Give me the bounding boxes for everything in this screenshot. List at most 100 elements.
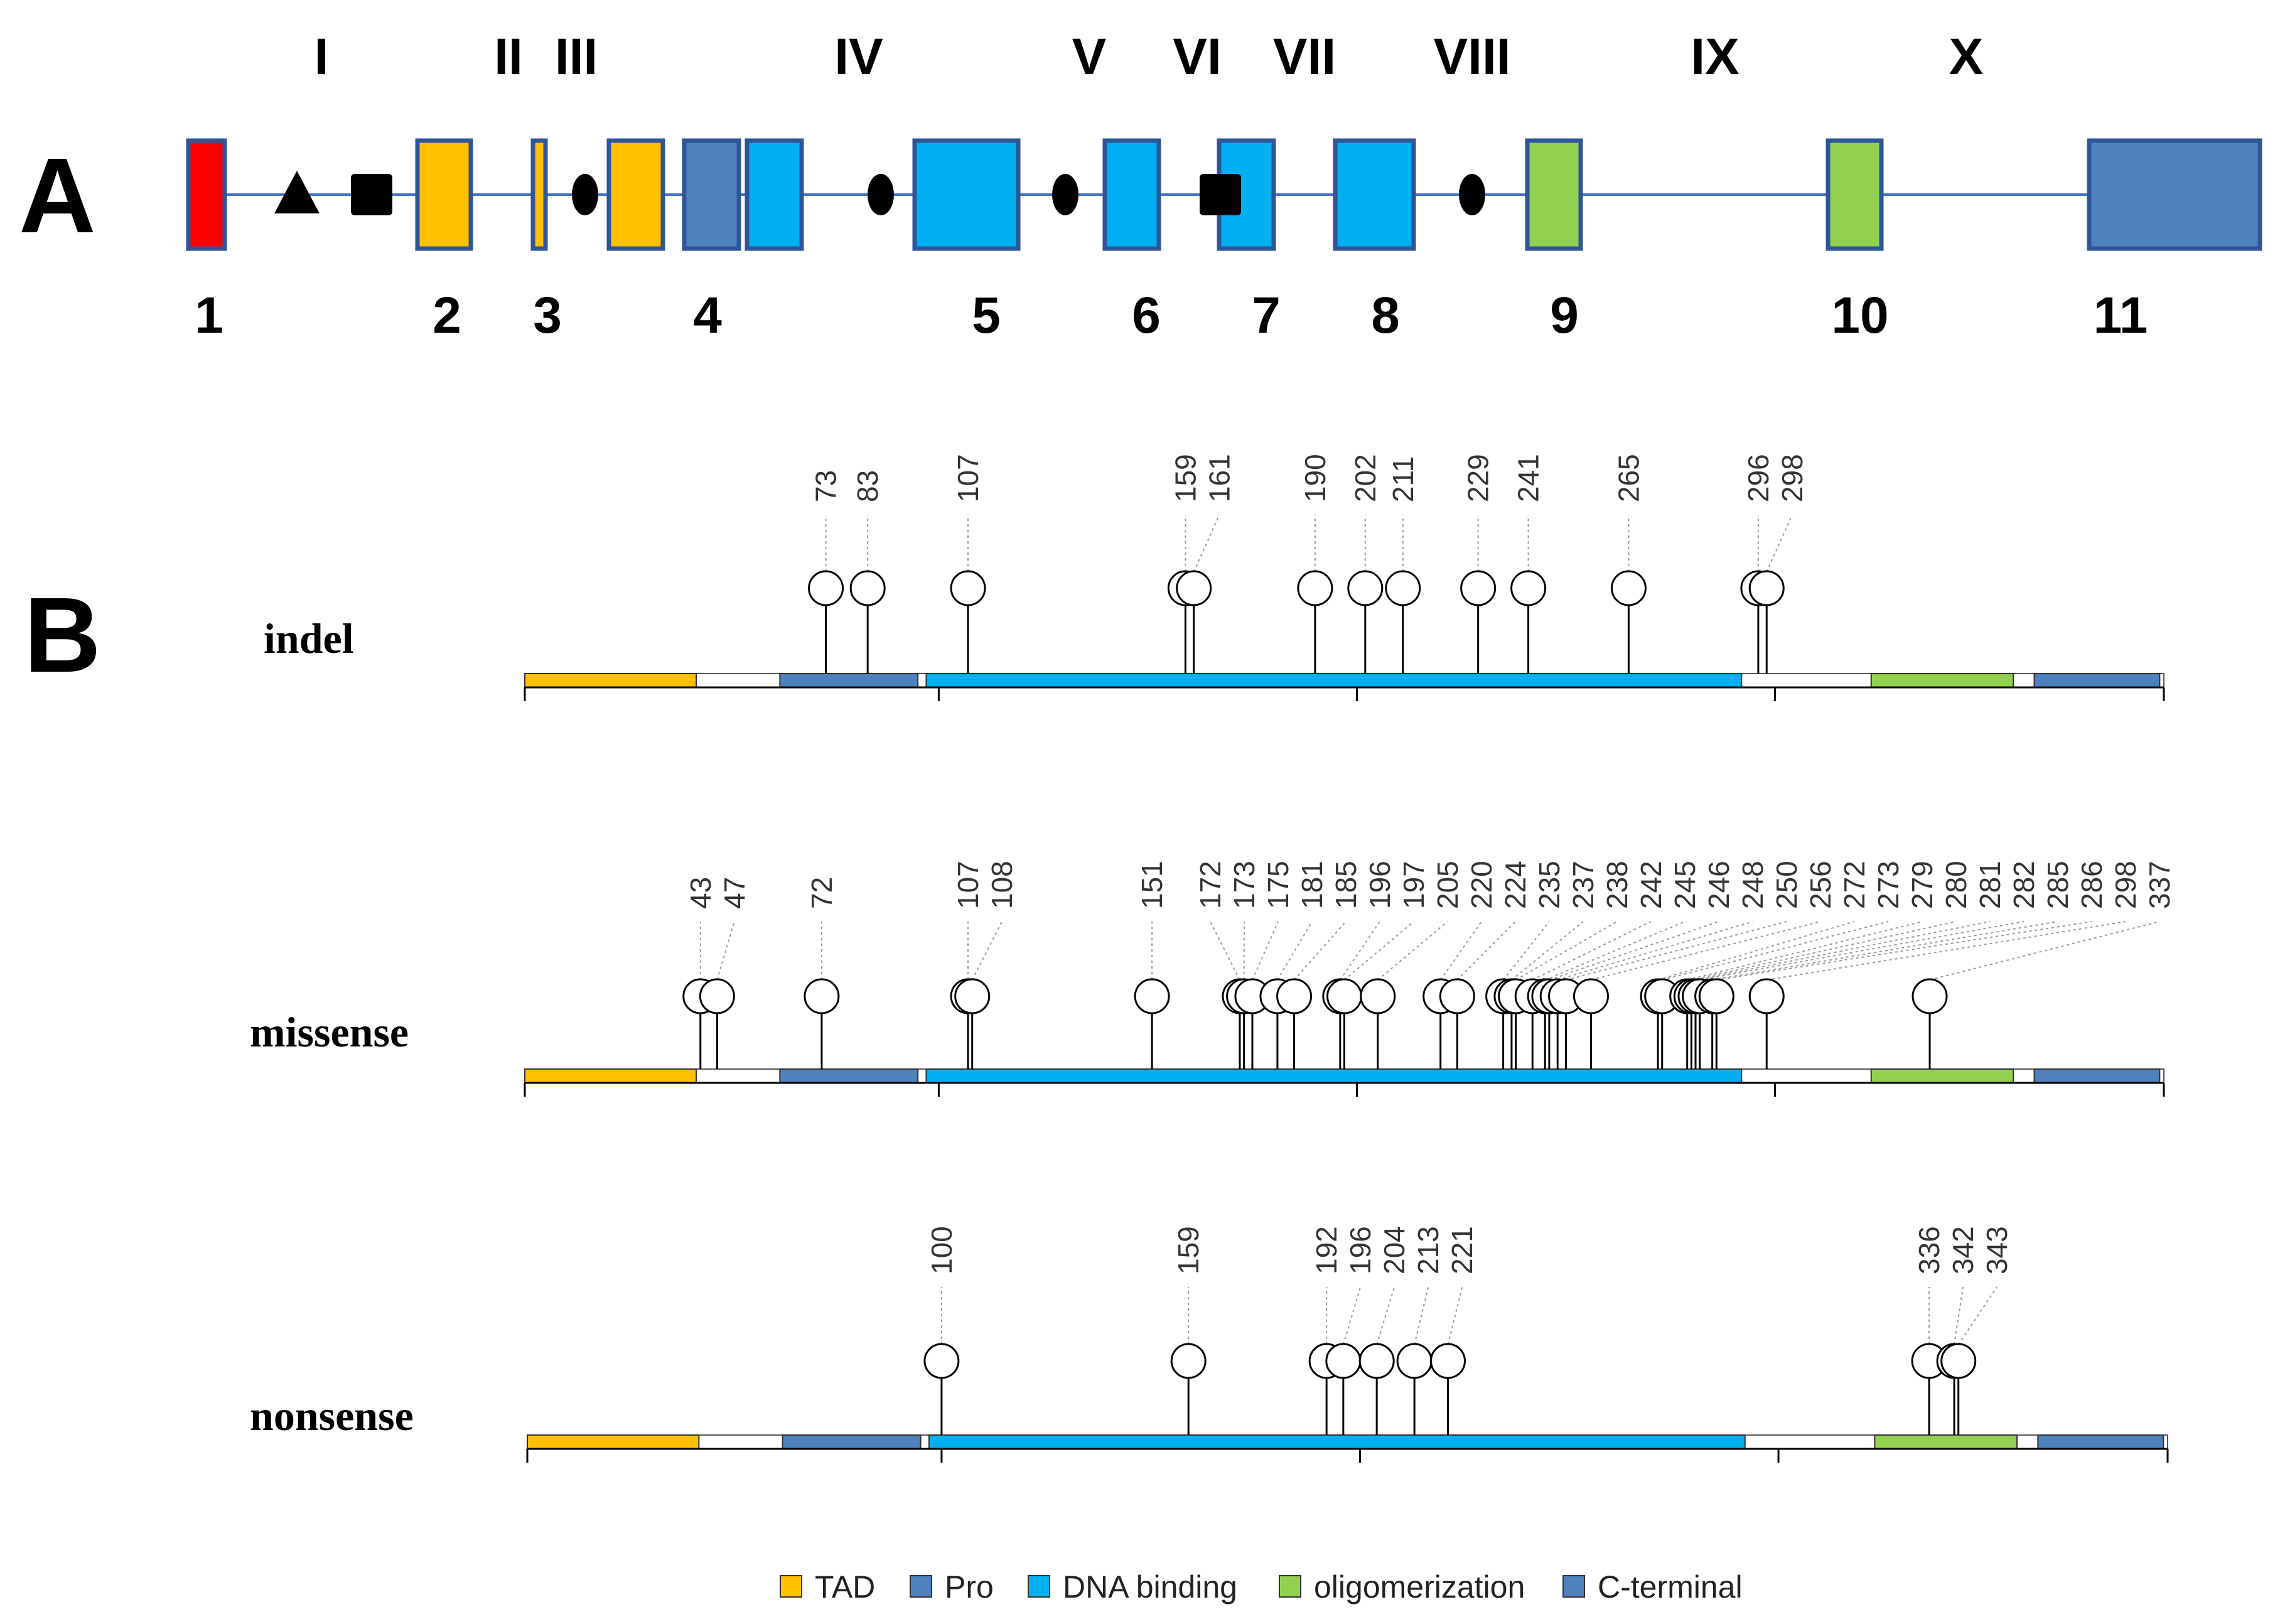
lollipop-head bbox=[923, 1343, 960, 1379]
connector-line bbox=[1210, 921, 1240, 981]
position-label: 172 bbox=[1194, 861, 1227, 909]
connector-line bbox=[1414, 1286, 1429, 1345]
exon-block-3 bbox=[606, 138, 665, 251]
position-label: 285 bbox=[2041, 861, 2074, 909]
exon-number: 10 bbox=[1831, 287, 1888, 344]
position-label: 190 bbox=[1299, 454, 1331, 502]
exon-1 bbox=[186, 138, 227, 251]
lollipop: 190 bbox=[1297, 454, 1333, 674]
lollipop-head bbox=[1176, 570, 1212, 606]
domain-dna bbox=[928, 1434, 1746, 1449]
oval-marker bbox=[572, 174, 598, 215]
position-label: 213 bbox=[1412, 1226, 1444, 1274]
lollipop: 211 bbox=[1385, 456, 1421, 674]
position-label: 72 bbox=[805, 877, 838, 909]
connector-line bbox=[1566, 921, 1787, 981]
exon-7 bbox=[1217, 138, 1276, 251]
connector-line bbox=[1511, 921, 1584, 981]
domain-cterm bbox=[2033, 673, 2161, 688]
lollipop-head bbox=[1385, 570, 1421, 606]
connector-line bbox=[1929, 921, 2160, 981]
position-label: 342 bbox=[1947, 1226, 1979, 1274]
intron-label: III bbox=[555, 28, 598, 85]
lollipop: 151 bbox=[1134, 861, 1170, 1069]
position-label: 256 bbox=[1804, 861, 1837, 909]
domain-dna bbox=[925, 1068, 1743, 1084]
connector-line bbox=[1544, 921, 1686, 981]
exon-number: 1 bbox=[195, 287, 223, 344]
connector-line bbox=[1456, 921, 1516, 981]
lollipop-head bbox=[1276, 978, 1313, 1014]
legend-label-olig: oligomerization bbox=[1314, 1569, 1525, 1605]
exon-6 bbox=[1102, 138, 1161, 251]
domain-cterm bbox=[2033, 1068, 2161, 1084]
legend-swatch-dna bbox=[1028, 1575, 1050, 1598]
position-label: 107 bbox=[952, 861, 984, 909]
lollipop: 343 bbox=[1940, 1226, 2013, 1435]
position-label: 151 bbox=[1136, 861, 1168, 909]
domain-cterm bbox=[2037, 1434, 2164, 1449]
exon-number: 2 bbox=[433, 287, 461, 344]
legend-swatch-tad bbox=[780, 1575, 802, 1598]
position-label: 237 bbox=[1567, 861, 1600, 909]
position-label: 185 bbox=[1330, 861, 1362, 909]
connector-line bbox=[1377, 921, 1448, 981]
position-label: 273 bbox=[1872, 861, 1905, 909]
connector-line bbox=[1532, 921, 1652, 981]
lollipop: 192 bbox=[1308, 1226, 1345, 1435]
position-label: 100 bbox=[925, 1226, 958, 1274]
lollipop-head bbox=[699, 978, 735, 1014]
oval-marker bbox=[1052, 174, 1078, 215]
connector-line bbox=[1277, 921, 1313, 981]
position-label: 197 bbox=[1397, 861, 1430, 909]
exon-number: 8 bbox=[1371, 287, 1400, 344]
connector-line bbox=[1699, 921, 2025, 981]
connector-line bbox=[1340, 921, 1380, 981]
lollipop: 159 bbox=[1167, 454, 1203, 674]
position-label: 161 bbox=[1203, 454, 1235, 502]
intron-label: I bbox=[315, 28, 329, 85]
position-label: 175 bbox=[1262, 861, 1294, 909]
exon-8 bbox=[1333, 138, 1416, 251]
connector-line bbox=[1342, 1286, 1362, 1345]
position-label: 83 bbox=[851, 470, 884, 502]
position-label: 298 bbox=[1776, 454, 1809, 502]
lollipop: 173 bbox=[1226, 861, 1262, 1069]
exon-number: 9 bbox=[1550, 287, 1579, 344]
lollipop-head bbox=[1297, 570, 1333, 606]
exon-3 bbox=[530, 138, 548, 251]
lollipop-head bbox=[1134, 978, 1170, 1014]
intron-label: IX bbox=[1691, 28, 1739, 85]
intron-label: VIII bbox=[1433, 28, 1510, 85]
lollipop-head bbox=[950, 570, 986, 606]
legend-label-dna: DNA binding bbox=[1063, 1569, 1237, 1605]
position-label: 43 bbox=[684, 877, 717, 909]
position-label: 107 bbox=[952, 454, 984, 502]
domain-tad bbox=[524, 1068, 697, 1084]
connector-line bbox=[1712, 921, 2058, 981]
position-label: 241 bbox=[1512, 454, 1545, 502]
exon-number: 4 bbox=[693, 287, 722, 344]
exon-11 bbox=[2087, 138, 2262, 251]
legend-label-cterm: C-terminal bbox=[1598, 1569, 1743, 1605]
connector-line bbox=[1343, 921, 1414, 981]
position-label: 108 bbox=[986, 861, 1018, 909]
connector-line bbox=[1293, 921, 1347, 981]
lollipop-head bbox=[1170, 1343, 1207, 1379]
lollipop: 273 bbox=[1644, 861, 1905, 1069]
intron-label: IV bbox=[834, 28, 883, 85]
legend-label-tad: TAD bbox=[815, 1569, 875, 1605]
lollipop-head bbox=[1326, 978, 1362, 1014]
legend-swatch-cterm bbox=[1562, 1575, 1585, 1598]
legend-swatch-pro bbox=[910, 1575, 932, 1598]
square-marker bbox=[351, 174, 392, 215]
domain-pro bbox=[779, 673, 919, 688]
intron-label: X bbox=[1949, 28, 1984, 85]
position-label: 272 bbox=[1838, 861, 1871, 909]
lollipop: 202 bbox=[1347, 454, 1384, 674]
lollipop: 241 bbox=[1510, 454, 1547, 674]
lollipop: 336 bbox=[1911, 1226, 1947, 1435]
